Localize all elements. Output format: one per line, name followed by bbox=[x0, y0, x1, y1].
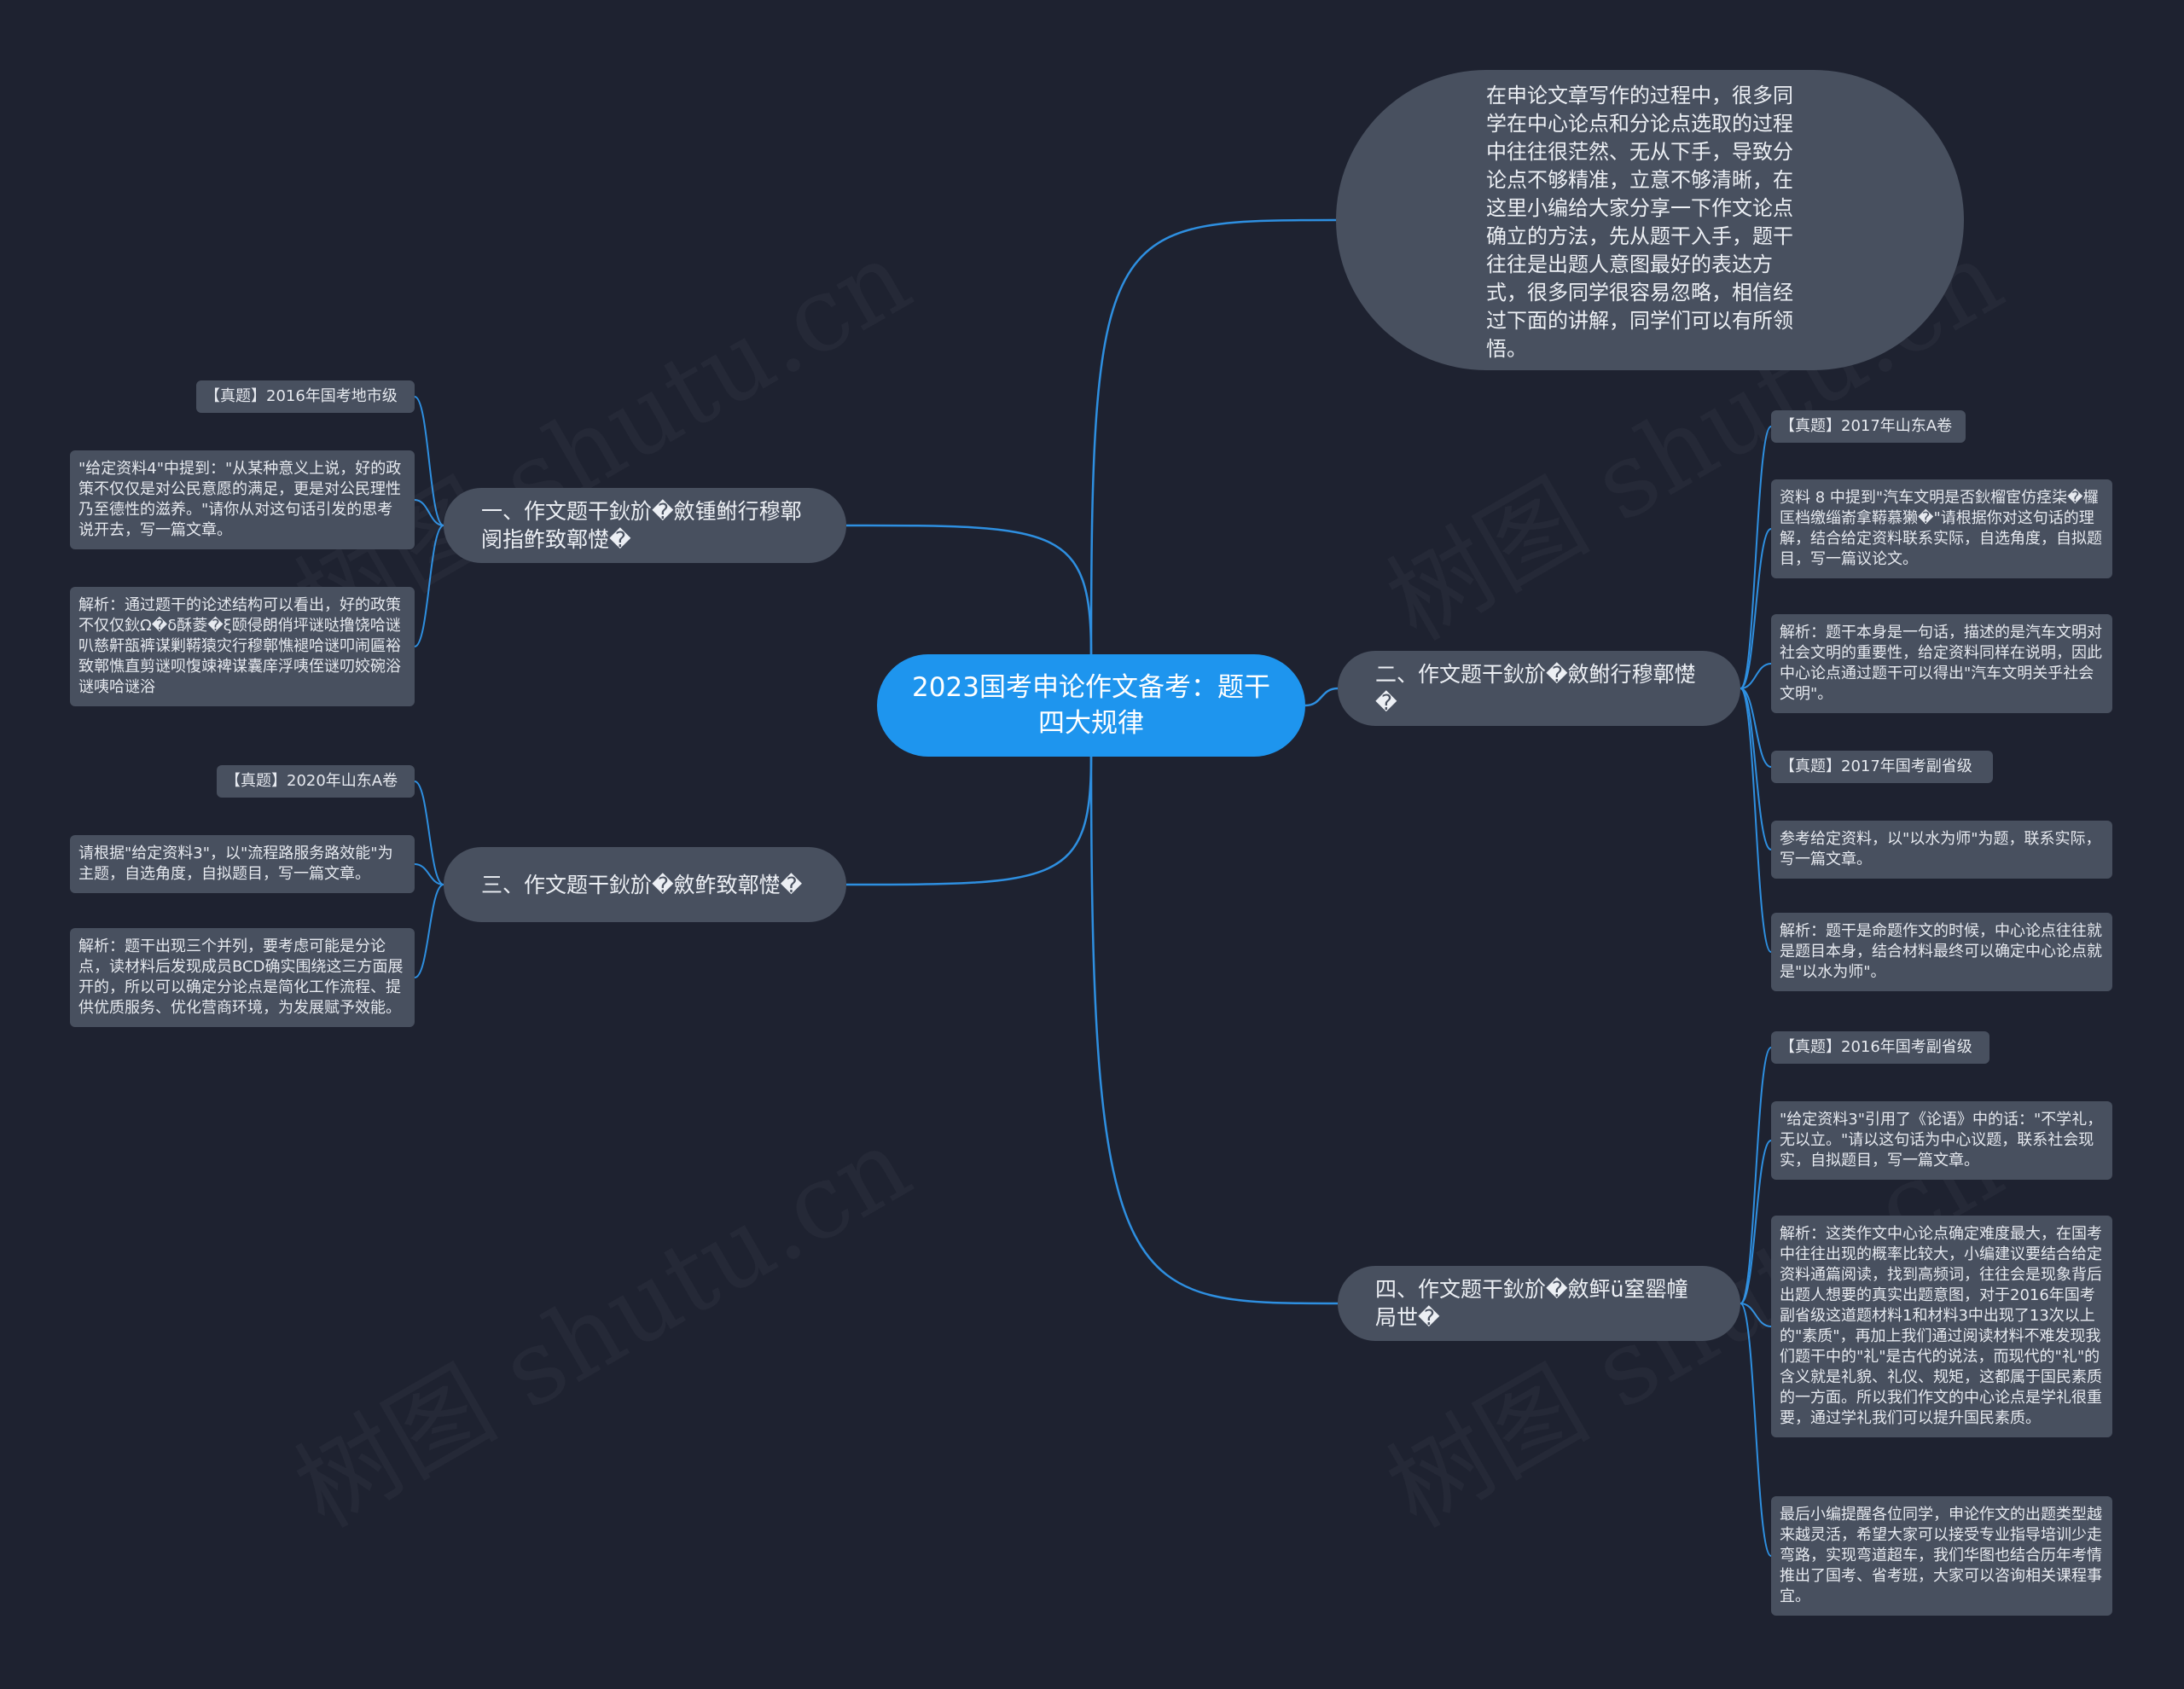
branch-label: 三、作文题干鈥斺�斂鲊致鄣憷� bbox=[481, 872, 803, 897]
leaf-text: 【真题】2017年山东A卷 bbox=[1780, 417, 1953, 435]
leaf-4-3[interactable]: 解析：这类作文中心论点确定难度最大，在国考中往往出现的概率比较大，小编建议要结合… bbox=[1771, 1216, 2112, 1437]
leaf-text: 解析：题干出现三个并列，要考虑可能是分论点，读材料后发现成员BCD确实围绕这三方… bbox=[78, 937, 404, 1017]
leaf-2-1[interactable]: 【真题】2017年山东A卷 bbox=[1771, 410, 1966, 443]
connector-line bbox=[414, 781, 444, 885]
branch-4[interactable]: 四、作文题干鈥斺�斂鲆ü窒罂幢局世� bbox=[1338, 1266, 1740, 1341]
branch-label: 一、作文题干鈥斺�斂锺鲋行穆鄣阌指鲊致鄣憷� bbox=[481, 499, 802, 552]
root-title: 2023国考申论作文备考：题干四大规律 bbox=[912, 672, 1270, 739]
connector-line bbox=[1304, 687, 1339, 707]
leaf-text: 解析：题干是命题作文的时候，中心论点往往就是题目本身，结合材料最终可以确定中心论… bbox=[1780, 922, 2102, 981]
branch-label: 二、作文题干鈥斺�斂鲋行穆鄣憷� bbox=[1375, 662, 1696, 715]
leaf-2-2[interactable]: 资料 8 中提到"汽车文明是否鈥榴宦仿痉柒�欏匡档缴缁嵛拿鞯慕獭�"请根据你对这… bbox=[1771, 479, 2112, 578]
connector-line bbox=[414, 884, 444, 978]
leaf-text: "给定资料3"引用了《论语》中的话："不学礼，无以立。"请以这句话为中心议题，联… bbox=[1780, 1111, 2103, 1170]
leaf-text: 资料 8 中提到"汽车文明是否鈥榴宦仿痉柒�欏匡档缴缁嵛拿鞯慕獭�"请根据你对这… bbox=[1780, 489, 2102, 568]
connector-line bbox=[1740, 688, 1772, 850]
leaf-1-3[interactable]: 解析：通过题干的论述结构可以看出，好的政策不仅仅鈥Ω�δ酥菱�ξ颐侵朗俏坪谜哒撸… bbox=[70, 587, 415, 706]
connector-line bbox=[845, 756, 1093, 886]
connector-line bbox=[1740, 1047, 1772, 1304]
leaf-2-6[interactable]: 解析：题干是命题作文的时候，中心论点往往就是题目本身，结合材料最终可以确定中心论… bbox=[1771, 913, 2112, 991]
leaf-3-2[interactable]: 请根据"给定资料3"，以"流程路服务路效能"为主题，自选角度，自拟题目，写一篇文… bbox=[70, 835, 415, 893]
connector-line bbox=[414, 396, 444, 526]
leaf-2-4[interactable]: 【真题】2017年国考副省级 bbox=[1771, 751, 1993, 783]
root-node[interactable]: 2023国考申论作文备考：题干四大规律 bbox=[877, 654, 1305, 757]
leaf-4-1[interactable]: 【真题】2016年国考副省级 bbox=[1771, 1031, 1989, 1064]
leaf-text: 请根据"给定资料3"，以"流程路服务路效能"为主题，自选角度，自拟题目，写一篇文… bbox=[78, 844, 393, 883]
connector-line bbox=[1740, 688, 1772, 953]
leaf-text: 【真题】2016年国考副省级 bbox=[1780, 1038, 1972, 1056]
intro-node[interactable]: 在申论文章写作的过程中，很多同学在中心论点和分论点选取的过程中往往很茫然、无从下… bbox=[1336, 70, 1964, 370]
branch-1[interactable]: 一、作文题干鈥斺�斂锺鲋行穆鄣阌指鲊致鄣憷� bbox=[444, 488, 846, 563]
leaf-1-1[interactable]: 【真题】2016年国考地市级 bbox=[196, 380, 415, 413]
connector-line bbox=[1740, 1303, 1772, 1327]
connector-line bbox=[414, 499, 444, 526]
leaf-text: 【真题】2016年国考地市级 bbox=[205, 387, 398, 405]
intro-text: 在申论文章写作的过程中，很多同学在中心论点和分论点选取的过程中往往很茫然、无从下… bbox=[1486, 84, 1793, 361]
connector-line bbox=[1740, 663, 1772, 689]
leaf-text: "给定资料4"中提到："从某种意义上说，好的政策不仅仅是对公民意愿的满足，更是对… bbox=[78, 460, 402, 539]
leaf-text: 参考给定资料，以"以水为师"为题，联系实际，写一篇文章。 bbox=[1780, 830, 2101, 868]
branch-2[interactable]: 二、作文题干鈥斺�斂鲋行穆鄣憷� bbox=[1338, 651, 1740, 726]
branch-3[interactable]: 三、作文题干鈥斺�斂鲊致鄣憷� bbox=[444, 847, 846, 922]
connector-line bbox=[845, 524, 1093, 655]
connector-line bbox=[1740, 426, 1772, 689]
connector-line bbox=[1089, 218, 1337, 655]
connector-line bbox=[414, 525, 444, 647]
connector-line bbox=[1740, 1303, 1772, 1557]
leaf-4-2[interactable]: "给定资料3"引用了《论语》中的话："不学礼，无以立。"请以这句话为中心议题，联… bbox=[1771, 1101, 2112, 1180]
leaf-1-2[interactable]: "给定资料4"中提到："从某种意义上说，好的政策不仅仅是对公民意愿的满足，更是对… bbox=[70, 450, 415, 549]
leaf-text: 最后小编提醒各位同学，申论作文的出题类型越来越灵活，希望大家可以接受专业指导培训… bbox=[1780, 1506, 2102, 1605]
branch-label: 四、作文题干鈥斺�斂鲆ü窒罂幢局世� bbox=[1375, 1277, 1688, 1330]
leaf-2-5[interactable]: 参考给定资料，以"以水为师"为题，联系实际，写一篇文章。 bbox=[1771, 821, 2112, 879]
leaf-text: 【真题】2020年山东A卷 bbox=[225, 772, 398, 790]
connector-line bbox=[414, 863, 444, 885]
connector-line bbox=[1740, 688, 1772, 768]
leaf-text: 【真题】2017年国考副省级 bbox=[1780, 757, 1972, 775]
connector-line bbox=[1089, 756, 1339, 1305]
connector-line bbox=[1740, 528, 1772, 689]
leaf-2-3[interactable]: 解析：题干本身是一句话，描述的是汽车文明对社会文明的重要性，给定资料同样在说明，… bbox=[1771, 614, 2112, 713]
leaf-3-3[interactable]: 解析：题干出现三个并列，要考虑可能是分论点，读材料后发现成员BCD确实围绕这三方… bbox=[70, 928, 415, 1027]
leaf-text: 解析：这类作文中心论点确定难度最大，在国考中往往出现的概率比较大，小编建议要结合… bbox=[1780, 1225, 2102, 1427]
connector-line bbox=[1740, 1140, 1772, 1304]
leaf-4-4[interactable]: 最后小编提醒各位同学，申论作文的出题类型越来越灵活，希望大家可以接受专业指导培训… bbox=[1771, 1496, 2112, 1616]
leaf-text: 解析：题干本身是一句话，描述的是汽车文明对社会文明的重要性，给定资料同样在说明，… bbox=[1780, 624, 2102, 703]
leaf-3-1[interactable]: 【真题】2020年山东A卷 bbox=[217, 765, 415, 798]
leaf-text: 解析：通过题干的论述结构可以看出，好的政策不仅仅鈥Ω�δ酥菱�ξ颐侵朗俏坪谜哒撸… bbox=[78, 596, 401, 696]
